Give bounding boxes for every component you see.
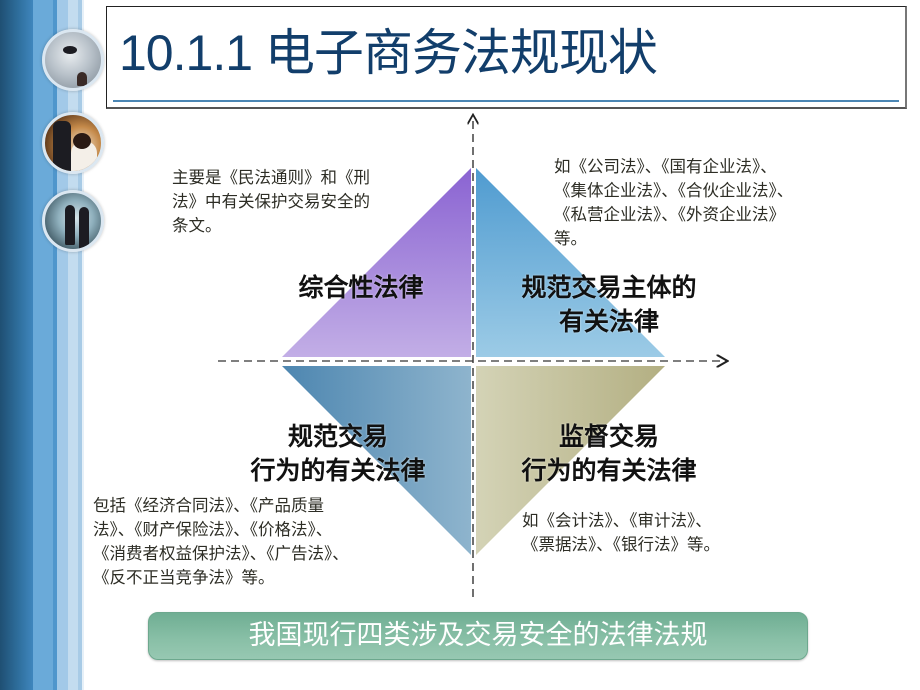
banner-text: 我国现行四类涉及交易安全的法律法规: [248, 620, 708, 651]
sidebar-stripe: [78, 0, 82, 690]
note-line: 《集体企业法》、《合伙企业法》、: [554, 181, 794, 200]
photo-business-phone: [42, 29, 104, 91]
title-box: 10.1.1 电子商务法规现状: [106, 6, 907, 109]
sidebar-stripe: [0, 0, 33, 690]
sidebar-stripe: [33, 0, 53, 690]
note-line: 包括《经济合同法》、《产品质量: [93, 496, 324, 515]
label-line: 行为的有关法律: [250, 456, 426, 485]
label-line: 监督交易: [558, 422, 659, 451]
label-line: 规范交易主体的: [521, 273, 697, 302]
note-line: 法》中有关保护交易安全的: [172, 192, 370, 211]
label-line: 有关法律: [558, 307, 659, 336]
note-transaction-behavior-law: 包括《经济合同法》、《产品质量 法》、《财产保险法》、《价格法》、 《消费者权益…: [93, 494, 349, 590]
quadrant-top-right-triangle: [476, 168, 665, 357]
label-supervise-transaction-law: 监督交易 行为的有关法律: [494, 420, 724, 488]
sidebar-stripe: [57, 0, 68, 690]
note-line: 如《公司法》、《国有企业法》、: [554, 157, 777, 176]
note-line: 主要是《民法通则》和《刑: [172, 168, 370, 187]
note-line: 《私营企业法》、《外资企业法》: [554, 205, 785, 224]
decorative-sidebar: [0, 0, 84, 690]
note-line: 《消费者权益保护法》、《广告法》、: [93, 544, 349, 563]
sidebar-stripe: [68, 0, 78, 690]
note-line: 《票据法》、《银行法》等。: [522, 535, 720, 554]
photo-business-people-office: [42, 112, 104, 174]
note-supervise-transaction-law: 如《会计法》、《审计法》、 《票据法》、《银行法》等。: [522, 509, 720, 557]
summary-banner: 我国现行四类涉及交易安全的法律法规: [148, 612, 808, 660]
quadrant-top-left-triangle: [282, 168, 471, 357]
note-comprehensive-law: 主要是《民法通则》和《刑 法》中有关保护交易安全的 条文。: [172, 166, 370, 238]
quadrant-bottom-left-triangle: [282, 366, 471, 555]
quadrant-bottom-right-triangle: [476, 366, 665, 555]
photo-business-people-walking: [42, 190, 104, 252]
slide-title: 10.1.1 电子商务法规现状: [119, 25, 658, 81]
sidebar-stripe: [82, 0, 84, 690]
label-line: 行为的有关法律: [521, 456, 697, 485]
note-line: 法》、《财产保险法》、《价格法》、: [93, 520, 333, 539]
note-line: 条文。: [172, 216, 222, 235]
sidebar-stripe: [53, 0, 57, 690]
label-comprehensive-law: 综合性法律: [298, 273, 424, 302]
label-transaction-subject-law: 规范交易主体的 有关法律: [494, 271, 724, 339]
label-transaction-behavior-law: 规范交易 行为的有关法律: [218, 420, 458, 488]
label-line: 规范交易: [287, 422, 388, 451]
note-transaction-subject-law: 如《公司法》、《国有企业法》、 《集体企业法》、《合伙企业法》、 《私营企业法》…: [554, 155, 793, 251]
title-underline: [113, 100, 899, 102]
note-line: 等。: [554, 229, 587, 248]
note-line: 如《会计法》、《审计法》、: [522, 511, 712, 530]
note-line: 《反不正当竞争法》等。: [93, 568, 275, 587]
